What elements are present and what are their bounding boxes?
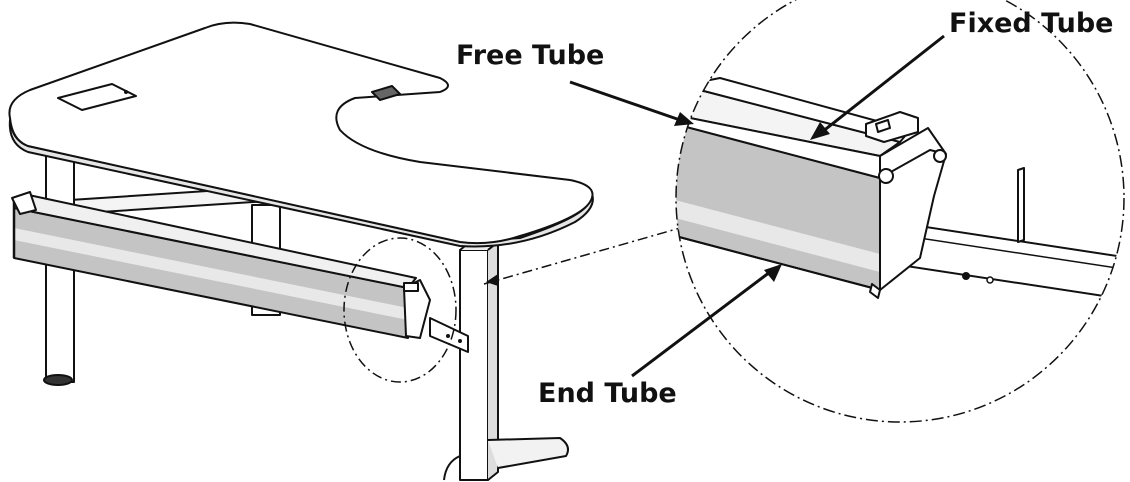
leg-foot bbox=[43, 374, 73, 386]
control-keypad bbox=[371, 85, 401, 101]
label-fixed-tube: Fixed Tube bbox=[949, 8, 1114, 39]
fixed-tube-leader bbox=[821, 34, 945, 134]
end-tube-arrowhead bbox=[764, 264, 782, 282]
label-leaders bbox=[569, 34, 945, 378]
cable-grommet bbox=[57, 83, 137, 111]
detail-circle-small bbox=[343, 237, 457, 383]
tray-end-cap bbox=[403, 279, 431, 339]
detail-circle-large bbox=[675, 0, 1125, 423]
free-tube-arrowhead bbox=[674, 112, 694, 126]
foot-front-right bbox=[487, 437, 569, 469]
fixed-tube-arrowhead bbox=[810, 122, 830, 140]
label-end-tube: End Tube bbox=[538, 378, 677, 409]
zoom-detail bbox=[676, 77, 1124, 301]
detail-arrowhead bbox=[486, 274, 498, 286]
free-tube-leader bbox=[569, 80, 681, 122]
tabletop bbox=[8, 21, 594, 245]
end-tube-leader bbox=[631, 270, 771, 378]
label-free-tube: Free Tube bbox=[456, 40, 605, 71]
detail-leader bbox=[483, 227, 681, 285]
desk bbox=[8, 21, 594, 481]
leg-front-right bbox=[459, 249, 489, 481]
